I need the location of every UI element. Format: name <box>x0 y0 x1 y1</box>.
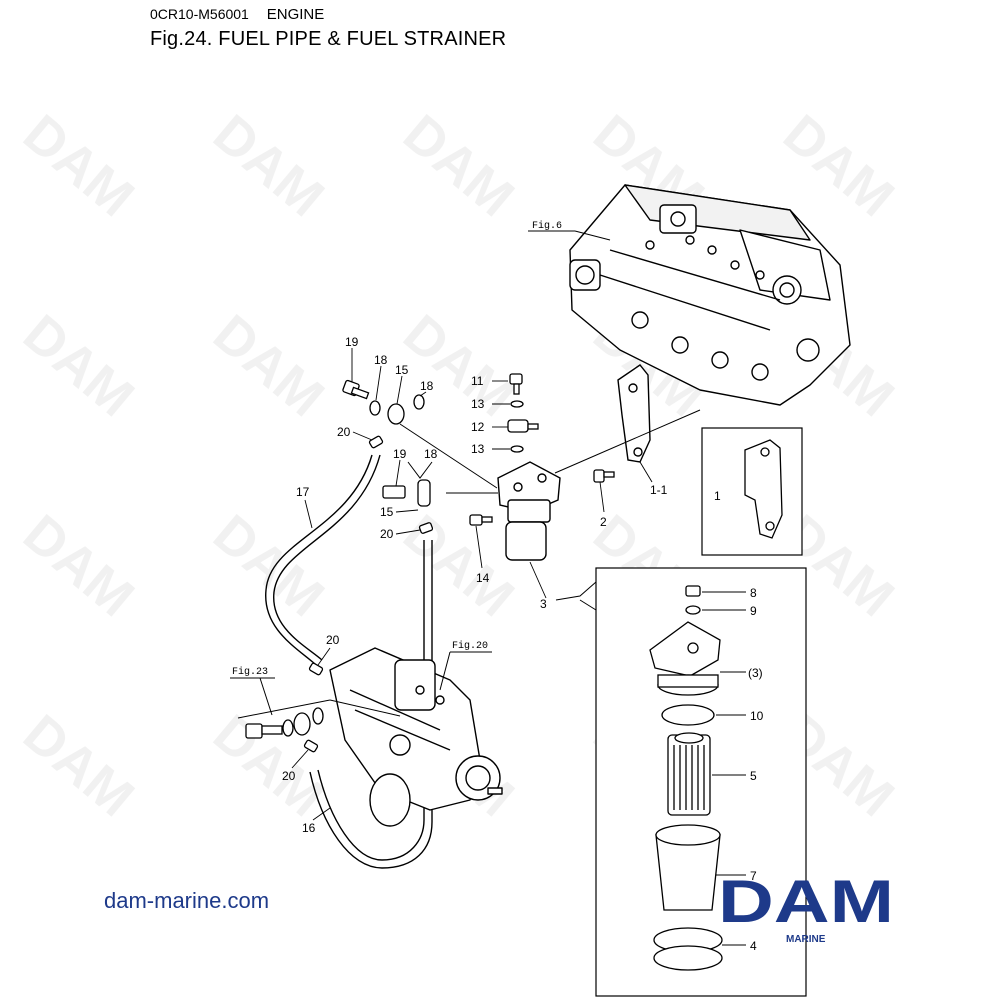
engine-cylinder-head <box>569 184 851 406</box>
website-link[interactable]: dam-marine.com <box>104 888 270 913</box>
leader-line <box>237 699 331 719</box>
supply-joint-parts <box>382 479 434 534</box>
watermark: DAM <box>202 303 335 428</box>
callout-18: 18 <box>374 353 388 367</box>
leader-line <box>399 423 498 489</box>
leader-line <box>329 699 401 717</box>
callout-10: 10 <box>750 709 764 723</box>
callout-8: 8 <box>750 586 757 600</box>
figure-title: Fig.24. FUEL PIPE & FUEL STRAINER <box>150 28 507 50</box>
overflow-joint-parts <box>245 662 324 753</box>
leader-line <box>574 230 611 241</box>
bracket-detail <box>744 439 783 539</box>
watermark: DAM <box>202 503 335 628</box>
callout-17: 17 <box>296 485 310 499</box>
callout-9: 9 <box>750 604 757 618</box>
callout-1-1: 1-1 <box>650 483 668 497</box>
leader-line <box>554 409 701 474</box>
callout-14: 14 <box>476 571 490 585</box>
callout-19: 19 <box>393 447 407 461</box>
logo-sub-text: MARINE <box>786 934 826 945</box>
fuel-strainer-assembly <box>497 461 561 561</box>
callout-3: 3 <box>540 597 547 611</box>
leader-line <box>259 677 273 716</box>
figure-reference: Fig.23 <box>232 666 268 678</box>
figure-reference: Fig.6 <box>532 220 562 232</box>
callout-19: 19 <box>345 335 359 349</box>
leader-bracket <box>407 461 433 479</box>
mounting-bolts <box>469 469 615 526</box>
callout-leaders <box>291 348 744 821</box>
document-code: 0CR10-M56001 <box>150 6 249 22</box>
strainer-exploded-parts <box>649 585 723 971</box>
watermark: DAM <box>12 503 145 628</box>
leader-line <box>439 651 451 691</box>
callout-7: 7 <box>750 869 757 883</box>
detail-callout-leaders <box>702 591 746 946</box>
callout-11: 11 <box>471 374 484 388</box>
watermark: DAM <box>12 103 145 228</box>
callout-1: 1 <box>714 489 721 503</box>
callout-15: 15 <box>395 363 409 377</box>
callout-2: 2 <box>600 515 607 529</box>
watermark: DAM <box>12 303 145 428</box>
return-joint-parts <box>342 379 425 449</box>
injection-pump <box>329 647 503 827</box>
callout-20: 20 <box>380 527 394 541</box>
watermark: DAM <box>392 503 525 628</box>
figure-reference: Fig.20 <box>452 640 488 652</box>
callout-18: 18 <box>420 379 434 393</box>
leader-line <box>579 599 597 611</box>
callout-5: 5 <box>750 769 757 783</box>
joint-parts-stack <box>507 373 539 453</box>
callout-20: 20 <box>326 633 340 647</box>
callout-18: 18 <box>424 447 438 461</box>
watermark: DAM <box>12 703 145 828</box>
strainer-bracket <box>617 364 651 463</box>
callout-12: 12 <box>471 420 485 434</box>
callout-15: 15 <box>380 505 394 519</box>
callout-13: 13 <box>471 442 485 456</box>
dam-marine-logo: DAM MARINE <box>718 868 894 945</box>
watermark: DAM <box>772 103 905 228</box>
section-name: ENGINE <box>266 6 325 23</box>
leader-line <box>555 581 597 601</box>
callout-20: 20 <box>282 769 296 783</box>
callout-4: 4 <box>750 939 757 953</box>
watermark: DAM <box>392 103 525 228</box>
fuel-pipes <box>265 454 433 869</box>
callout-3-detail: (3) <box>748 666 763 680</box>
callout-16: 16 <box>302 821 316 835</box>
watermark: DAM <box>202 103 335 228</box>
watermark: DAM <box>392 303 525 428</box>
header-code-line: 0CR10-M56001 ENGINE <box>150 6 324 23</box>
callout-13: 13 <box>471 397 485 411</box>
callout-20: 20 <box>337 425 351 439</box>
logo-main-text: DAM <box>718 868 894 935</box>
